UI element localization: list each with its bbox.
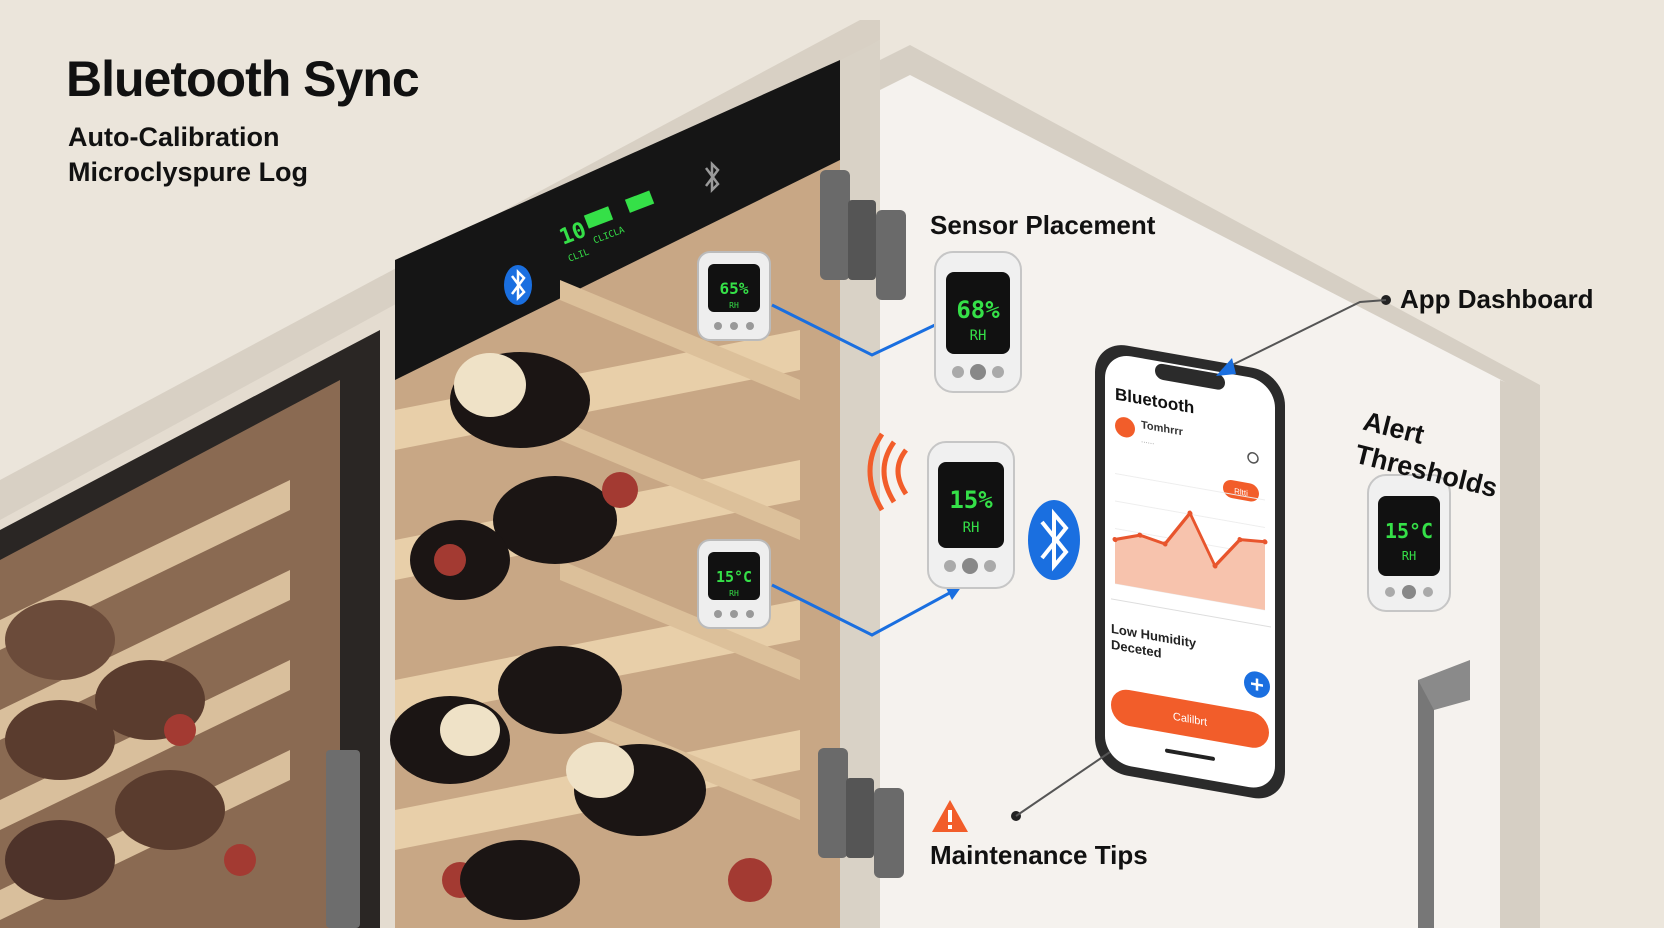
- sensor-shelf-bottom-unit: RH: [729, 589, 739, 598]
- sensor-shelf-top: 65% RH: [697, 251, 771, 341]
- open-door-handle: [1418, 660, 1470, 928]
- leader-lines: [1011, 295, 1391, 821]
- sensor-alert-value: 15°C: [1385, 519, 1433, 543]
- app-alert-dot: [1115, 417, 1135, 438]
- warning-icon: [932, 800, 968, 832]
- app-dashboard-label: App Dashboard: [1400, 284, 1594, 314]
- smartphone: Bluetooth Tomhrrr ...... Rltti Low Humid…: [1095, 345, 1285, 799]
- sensor-broadcast-value: 15%: [949, 486, 993, 514]
- sensor-shelf-top-value: 65%: [720, 279, 749, 298]
- home-indicator: [1165, 748, 1215, 761]
- bluetooth-icon: [1028, 500, 1080, 580]
- chart-point: [1237, 537, 1243, 543]
- door-hinge-bottom: [818, 748, 904, 878]
- open-door-top-edge: [880, 45, 1540, 400]
- sensor-shelf-top-unit: RH: [729, 301, 739, 310]
- chart-gridline: [1115, 473, 1265, 501]
- signal-waves-icon: [867, 432, 909, 512]
- sensor-broadcast-unit: RH: [963, 520, 980, 536]
- left-bottles: [5, 600, 256, 900]
- calibrate-button[interactable]: [1111, 687, 1269, 751]
- sensor-shelf-bottom-value: 15°C: [716, 568, 752, 586]
- sensor-placement-unit: RH: [970, 328, 987, 344]
- sensor-placement: 68% RH: [934, 251, 1022, 393]
- chart-point: [1112, 536, 1118, 543]
- chart-badge: [1223, 480, 1259, 502]
- chart-badge-label: Rltti: [1234, 487, 1248, 498]
- chart-point: [1187, 510, 1193, 516]
- left-door-handle: [326, 750, 360, 928]
- sensor-broadcast: 15% RH: [927, 441, 1015, 589]
- app-card-sub: ......: [1141, 435, 1154, 446]
- plus-icon: [1251, 678, 1263, 691]
- control-panel: [395, 60, 840, 380]
- sensor-placement-label: Sensor Placement: [930, 210, 1156, 240]
- panel-bluetooth-icon-outline: [705, 160, 720, 194]
- maintenance-tips-label: Maintenance Tips: [930, 840, 1148, 870]
- sensor-placement-value: 68%: [956, 296, 1000, 324]
- sensor-alert: 15°C RH: [1367, 474, 1451, 612]
- door-hinge-top: [820, 170, 906, 300]
- wine-bottles: [390, 352, 772, 920]
- subtitle-line-2: Microclyspure Log: [68, 157, 309, 187]
- chart-point: [1162, 541, 1168, 547]
- sensor-shelf-bottom: 15°C RH: [697, 539, 771, 629]
- subtitle-line-1: Auto-Calibration: [68, 122, 280, 152]
- chart-point: [1137, 532, 1143, 538]
- page-title: Bluetooth Sync: [66, 51, 420, 107]
- sensor-alert-unit: RH: [1402, 549, 1416, 563]
- chart-area: [1115, 513, 1265, 610]
- chart-point: [1212, 563, 1218, 569]
- panel-bluetooth-icon: [504, 265, 532, 305]
- refresh-icon[interactable]: [1247, 452, 1259, 464]
- chart-point: [1262, 539, 1268, 545]
- open-door-right-edge: [1500, 380, 1540, 928]
